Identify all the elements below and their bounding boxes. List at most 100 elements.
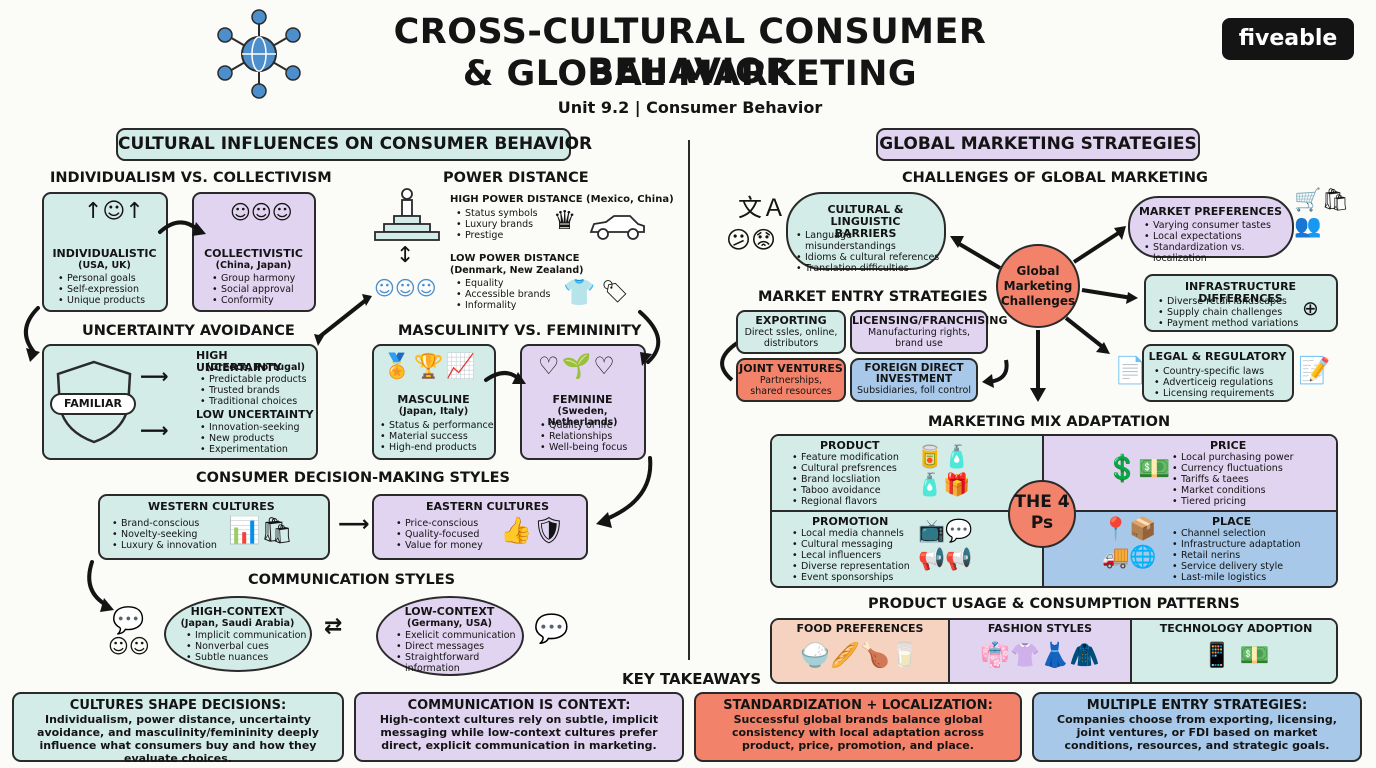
brand-logo: fiveable [1222,18,1354,60]
list-item: Direct messages [396,641,516,652]
collectivistic-label: COLLECTIVISTIC [204,247,303,260]
high-uncertainty-label: HIGH UNCERTAINTY [196,349,282,374]
food-label: FOOD PREFERENCES [796,622,924,635]
technology-label: TECHNOLOGY ADOPTION [1159,622,1313,635]
shopping-icon: 🛒🛍👥 [1294,188,1350,239]
promotion-label: PROMOTION [812,515,889,528]
low-power-label: LOW POWER DISTANCE [450,253,580,264]
eastern-card: EASTERN CULTURES Price-conscious Quality… [372,494,588,560]
car-icon [589,215,645,240]
takeaway-card: STANDARDIZATION + LOCALIZATION: Successf… [694,692,1022,762]
title-line-2: & GLOBAL MARKETING [462,54,918,94]
list-item: Luxury brands [456,219,538,230]
collectivistic-sub: (China, Japan) [215,260,292,271]
left-section-title: CULTURAL INFLUENCES ON CONSUMER BEHAVIOR [116,128,592,161]
arrow-right-icon: ⟶ [338,512,370,537]
list-item: High-end products [380,442,494,453]
licensing-label: LICENSING/FRANCHISING [852,314,1008,327]
money-icon: 💲💵 [1106,454,1171,484]
list-item: Event sponsorships [792,572,910,583]
feminine-label: FEMININE [552,393,613,406]
shopping-bag-icon: 📊🛍 [228,516,294,546]
four-ps-grid: PRODUCT Feature modification Cultural pr… [770,434,1338,588]
collectivistic-card: ☺☺☺ COLLECTIVISTIC (China, Japan) Group … [192,192,316,312]
trophy-icon: 🏅🏆📈 [382,352,478,380]
list-item: Country-specific laws [1154,366,1274,377]
translate-icon: 文Ａ [738,194,786,222]
group-icon: ☺☺☺ [230,200,293,224]
list-item: Last-mile logistics [1172,572,1300,583]
high-context-sub: (Japan, Saudi Arabia) [180,618,295,629]
usage-grid: FOOD PREFERENCES 🍚🥖🍗🥛 FASHION STYLES 👘👚👗… [770,618,1338,684]
people-icon: ☺☺ [108,634,150,658]
tshirt-icon: 👕 [563,278,596,308]
technology-column: TECHNOLOGY ADOPTION 📱 💵 [1132,620,1336,682]
list-item: Self-expression [58,284,145,295]
list-item: Language misunderstandings [796,230,944,252]
confused-face-icon: 😕😟 [726,226,777,254]
phone-icon: 📱 💵 [1202,641,1270,669]
takeaway-heading: STANDARDIZATION + LOCALIZATION: [723,698,993,713]
fdi-label: FOREIGN DIRECT INVESTMENT [864,362,964,385]
tag-icon: 🏷 [601,280,629,305]
list-item: Retail nerins [1172,550,1300,561]
thumbs-up-icon: 👍🛡 [500,516,566,546]
takeaway-heading: MULTIPLE ENTRY STRATEGIES: [1086,698,1308,713]
list-item: Value for money [396,540,483,551]
arrow-right-icon: ⟶ [140,364,169,388]
list-item: Tariffs & taees [1172,474,1293,485]
list-item: Supply chain challenges [1158,307,1298,318]
fdi-desc: Subsidiaries, foll control [857,385,971,396]
takeaway-heading: COMMUNICATION IS CONTEXT: [407,698,631,713]
low-uncertainty-label: LOW UNCERTAINTY [196,408,314,421]
list-item: Local purchasing power [1172,452,1293,463]
list-item: New products [200,433,300,444]
market-preferences-label: MARKET PREFERENCES [1138,205,1283,218]
takeaway-card: COMMUNICATION IS CONTEXT: High-context c… [354,692,684,762]
logistics-icon: 📍📦🚚🌐 [1102,517,1157,570]
product-label: PRODUCT [820,439,880,452]
uncertainty-card: FAMILIAR ⟶ ⟶ HIGH UNCERTAINTY (Greece, P… [42,344,318,460]
takeaway-heading: CULTURES SHAPE DECISIONS: [69,698,287,713]
fdi-card: FOREIGN DIRECT INVESTMENT Subsidiaries, … [850,358,978,402]
place-label: PLACE [1212,515,1252,528]
up-down-arrow-icon: ↕ [396,243,415,268]
exchange-arrows-icon: ⇄ [324,614,343,639]
list-item: Regional flavors [792,496,899,507]
list-item: Adverticeig regulations [1154,377,1274,388]
list-item: Licensing requirements [1154,388,1274,399]
takeaways-title: KEY TAKEAWAYS [622,670,762,688]
infrastructure-card: INFRASTRUCTURE DIFFERENCES Diverse retai… [1144,274,1338,332]
familiar-badge: FAMILIAR [50,393,136,415]
list-item: Predictable products [200,374,307,385]
list-item: Status symbols [456,208,538,219]
list-item: Brand-conscious [112,518,217,529]
individualistic-card: ↑☺↑ INDIVIDUALISTIC (USA, UK) Personal g… [42,192,168,312]
low-power-sub: (Denmark, New Zealand) [450,265,584,276]
uncertainty-title: UNCERTAINTY AVOIDANCE [82,323,295,339]
network-icon: ⊕ [1302,296,1319,320]
podium-icon [374,188,440,241]
licensing-card: LICENSING/FRANCHISING Manufacturing righ… [850,310,1008,354]
list-item: Luxury & innovation [112,540,217,551]
mix-title: MARKETING MIX ADAPTATION [928,414,1171,430]
low-context-sub: (Germany, USA) [407,618,492,629]
cultural-barriers-cloud: CULTURAL & LINGUISTIC BARRIERS Language … [786,192,946,274]
globe-network-icon [217,9,301,99]
list-item: Personal goals [58,273,145,284]
list-item: Implicit communication [186,630,306,641]
list-item: Diverse retail landscapes [1158,296,1298,307]
list-item: Material success [380,431,494,442]
takeaway-body: Successful global brands balance global … [731,713,985,752]
price-quadrant: PRICE Local purchasing power Currency fl… [1044,436,1336,512]
list-item: Quality of life [540,420,627,431]
western-card: WESTERN CULTURES Brand-conscious Novelty… [98,494,330,560]
list-item: Brand locsliation [792,474,899,485]
high-context-label: HIGH-CONTEXT [190,605,285,618]
list-item: Channel selection [1172,528,1300,539]
list-item: Market conditions [1172,485,1293,496]
masculine-label: MASCULINE [397,393,470,406]
individualistic-sub: (USA, UK) [78,260,131,271]
list-item: Relationships [540,431,627,442]
list-item: Currency fluctuations [1172,463,1293,474]
